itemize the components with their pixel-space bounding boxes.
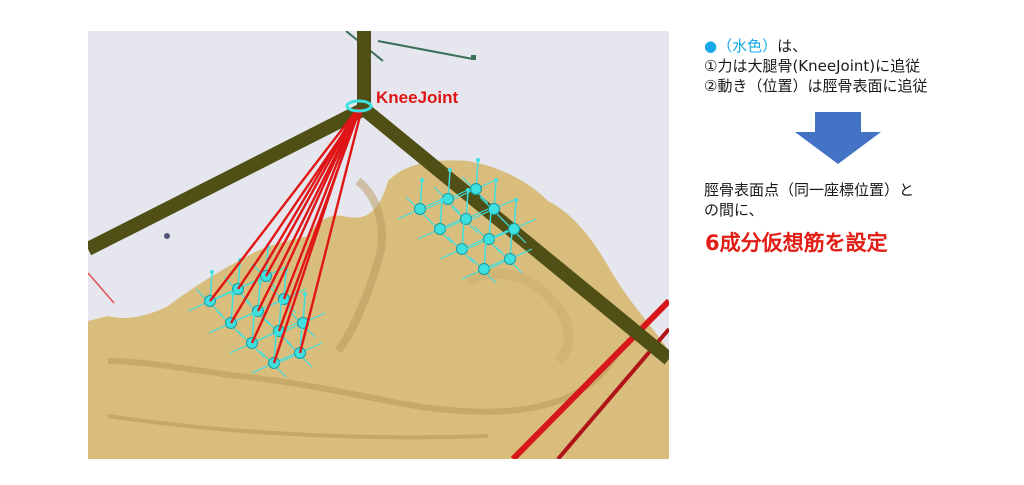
left-marker-tip (303, 292, 307, 296)
right-marker-tip (448, 168, 452, 172)
3d-viewport[interactable]: KneeJoint (88, 31, 669, 459)
left-marker-tip (300, 322, 304, 326)
explanation-note: ●（水色）は、 ①力は大腿骨(KneeJoint)に追従 ②動き（位置）は脛骨表… (704, 36, 1004, 96)
right-marker-tip (476, 158, 480, 162)
scene-wire-3 (88, 273, 114, 303)
right-marker-tip (462, 218, 466, 222)
left-marker-tip (279, 300, 283, 304)
right-surface-point (505, 254, 516, 265)
left-marker-tip (210, 270, 214, 274)
right-marker-tip (510, 228, 514, 232)
result-line-2: の間に、 (704, 200, 1004, 220)
left-marker-tip (252, 312, 256, 316)
right-marker-tip (420, 178, 424, 182)
cyan-dot-icon: ● (704, 37, 717, 55)
right-marker-tip (466, 188, 470, 192)
right-surface-point (443, 194, 454, 205)
right-surface-point (509, 224, 520, 235)
knee-joint-label: KneeJoint (376, 88, 459, 107)
note-line-1: ●（水色）は、 (704, 36, 1004, 56)
result-line-1: 脛骨表面点（同一座標位置）と (704, 180, 1004, 200)
right-surface-point (471, 184, 482, 195)
left-marker-tip (258, 280, 262, 284)
scene-node (471, 55, 476, 60)
scene-wire-2 (378, 41, 473, 59)
scene-point (164, 233, 170, 239)
topic-suffix: は、 (777, 37, 807, 55)
right-surface-point (479, 264, 490, 275)
right-surface-point (415, 204, 426, 215)
right-marker-tip (514, 198, 518, 202)
right-marker-tip (494, 178, 498, 182)
right-marker-tip (440, 198, 444, 202)
right-surface-point (461, 214, 472, 225)
right-marker-tip (484, 238, 488, 242)
result-text: 脛骨表面点（同一座標位置）と の間に、 (704, 180, 1004, 220)
left-marker-tip (231, 292, 235, 296)
result-emphasis: 6成分仮想筋を設定 (705, 227, 888, 257)
right-surface-point (435, 224, 446, 235)
note-line-3: ②動き（位置）は脛骨表面に追従 (704, 76, 1004, 96)
right-marker-tip (489, 208, 493, 212)
knee-model-scene: KneeJoint (88, 31, 669, 459)
down-arrow-icon (795, 112, 881, 164)
note-line-2: ①力は大腿骨(KneeJoint)に追従 (704, 56, 1004, 76)
color-name: （水色） (717, 37, 777, 55)
right-surface-point (457, 244, 468, 255)
left-marker-tip (274, 332, 278, 336)
